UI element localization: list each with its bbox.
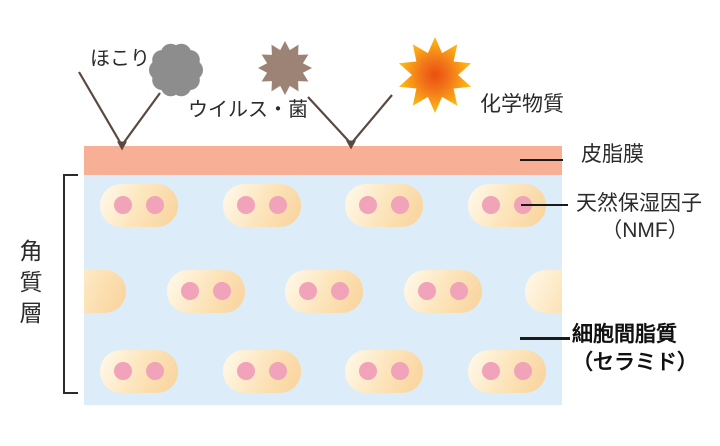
- chemical-icon: [398, 37, 472, 113]
- nmf-dot: [299, 282, 317, 300]
- nmf-dot: [269, 362, 287, 380]
- nmf-dot: [331, 282, 349, 300]
- nmf-dot: [391, 196, 409, 214]
- nmf-label: 天然保湿因子 （NMF）: [576, 192, 714, 243]
- dust-icon: [149, 43, 203, 97]
- virus-arrowhead-icon: [346, 140, 356, 150]
- corneocyte-cell: [100, 350, 178, 393]
- nmf-dot: [181, 282, 199, 300]
- stratum-corneum-label: 角質層: [16, 239, 42, 332]
- stratum-bracket-bottom-tick: [63, 392, 78, 394]
- nmf-dot: [213, 282, 231, 300]
- corneocyte-cell: [223, 184, 301, 227]
- nmf-dot: [146, 362, 164, 380]
- nmf-dot: [237, 196, 255, 214]
- nmf-pointer-line: [521, 204, 568, 206]
- corneocyte-cell: [167, 270, 245, 313]
- intercellular-lipid-label: 細胞間脂質 （セラミド）: [572, 323, 698, 375]
- virus-chemical-arrow: [307, 94, 393, 150]
- nmf-dot: [237, 362, 255, 380]
- corneocyte-cell: [404, 270, 482, 313]
- lipid-pointer-line: [520, 337, 570, 340]
- corneocyte-cell: [100, 184, 178, 227]
- stratum-bracket-line: [63, 174, 65, 394]
- nmf-dot: [269, 196, 287, 214]
- corneocyte-cell: [468, 350, 546, 393]
- nmf-dot: [114, 362, 132, 380]
- lipid-label-sub: （セラミド）: [572, 351, 698, 375]
- virus-icon: [258, 41, 312, 95]
- nmf-dot: [359, 362, 377, 380]
- chemical-label: 化学物質: [480, 93, 564, 116]
- dust-arrow-left-line: [78, 71, 122, 144]
- nmf-label-main: 天然保湿因子: [576, 192, 702, 215]
- corneocyte-cell: [345, 350, 423, 393]
- nmf-dot: [482, 362, 500, 380]
- corneocyte-cell: [285, 270, 363, 313]
- dust-icon-lobe: [157, 51, 195, 89]
- nmf-dot: [418, 282, 436, 300]
- corneocyte-cell: [525, 270, 562, 313]
- lipid-label-main: 細胞間脂質: [572, 323, 677, 346]
- stratum-corneum-layer: [84, 175, 562, 405]
- stratum-bracket-top-tick: [63, 174, 78, 176]
- corneocyte-cell: [345, 184, 423, 227]
- corneocyte-cell: [84, 270, 126, 313]
- nmf-dot: [114, 196, 132, 214]
- virus-arrow-right-line: [351, 94, 393, 143]
- sebum-pointer-line: [520, 159, 563, 161]
- nmf-dot: [359, 196, 377, 214]
- virus-label: ウイルス・菌: [188, 99, 308, 121]
- nmf-dot: [450, 282, 468, 300]
- nmf-dot: [514, 362, 532, 380]
- dust-arrow-right-line: [122, 92, 161, 144]
- dust-arrowhead-icon: [117, 141, 127, 151]
- nmf-label-sub: （NMF）: [601, 219, 689, 243]
- nmf-dot: [482, 196, 500, 214]
- dust-arrow: [78, 71, 161, 151]
- sebum-film-layer: [84, 146, 562, 175]
- nmf-dot: [146, 196, 164, 214]
- nmf-dot: [391, 362, 409, 380]
- corneocyte-cell: [223, 350, 301, 393]
- virus-arrow-left-line: [307, 96, 351, 143]
- dust-label: ほこり: [90, 48, 150, 70]
- sebum-film-label: 皮脂膜: [581, 143, 644, 166]
